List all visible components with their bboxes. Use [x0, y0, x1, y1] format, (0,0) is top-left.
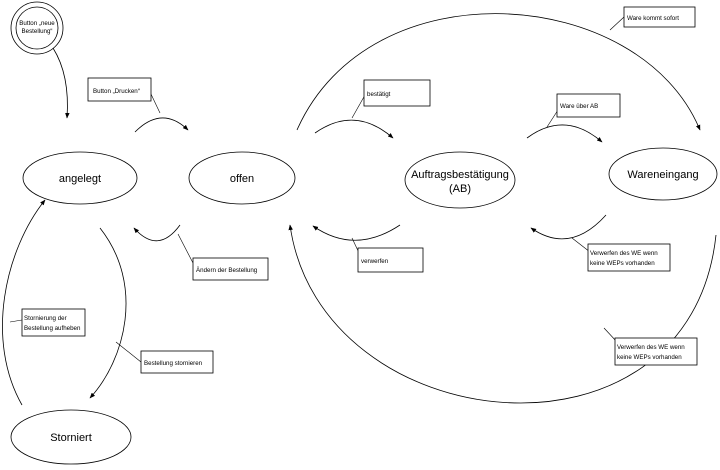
- note-stornieren[interactable]: Bestellung stornieren: [140, 350, 214, 374]
- edge-verwerfen-we-1: [530, 214, 607, 240]
- connector-storno-aufheben: [9, 319, 23, 323]
- start-node-label-line1: Button „neue: [19, 20, 55, 27]
- connector-bestaetigt: [351, 94, 366, 119]
- edge-aendern: [133, 224, 181, 242]
- note-drucken[interactable]: Button „Drucken“: [87, 77, 152, 102]
- connector-stornieren: [115, 341, 142, 363]
- edge-verwerfen: [312, 224, 401, 241]
- connector-verwerfen-we-1: [571, 237, 591, 253]
- note-drucken-box: [87, 77, 152, 102]
- state-storniert-label: Storniert: [50, 432, 92, 444]
- note-bestaetigt-box: [363, 79, 431, 107]
- state-storniert-ellipse: [10, 409, 132, 465]
- state-auftragsbestaetigung-label-line2: (AB): [449, 183, 471, 195]
- note-bestaetigt-label: bestätigt: [367, 91, 391, 98]
- state-auftragsbestaetigung-ellipse: [404, 151, 516, 209]
- note-ware-sofort-box: [623, 6, 696, 28]
- state-wareneingang-ellipse: [608, 147, 718, 201]
- note-verwerfen-we-1-label-line1: Verwerfen des WE wenn: [590, 250, 658, 257]
- state-angelegt[interactable]: angelegt: [22, 151, 138, 205]
- state-auftragsbestaetigung-label-line1: Auftragsbestätigung: [411, 169, 509, 181]
- note-verwerfen-we-2-box: [614, 337, 698, 366]
- edge-start-to-angelegt: [52, 47, 70, 119]
- edge-ware-sofort: [296, 13, 701, 131]
- note-storno-aufheben[interactable]: Stornierung der Bestellung aufheben: [21, 308, 86, 337]
- note-aendern-box: [192, 257, 269, 281]
- edge-verwerfen-we-2: [288, 224, 717, 404]
- edge-ware-ueber-ab: [526, 124, 603, 143]
- note-stornieren-label: Bestellung stornieren: [144, 360, 203, 367]
- edge-storno-aufheben: [2, 199, 46, 406]
- note-verwerfen-we-2-label-line2: keine WEPs vorhanden: [617, 354, 682, 361]
- note-verwerfen-we-1-box: [587, 243, 671, 272]
- note-stornieren-box: [140, 350, 214, 374]
- note-storno-aufheben-box: [21, 308, 86, 337]
- edge-bestaetigt: [314, 119, 394, 139]
- state-wareneingang-label: Wareneingang: [627, 169, 698, 181]
- state-offen[interactable]: offen: [188, 151, 296, 205]
- start-node-inner-circle: [15, 6, 59, 50]
- note-ware-ueber-ab-label: Ware über AB: [560, 103, 598, 110]
- note-ware-sofort[interactable]: Ware kommt sofort: [623, 6, 696, 28]
- note-verwerfen-we-2[interactable]: Verwerfen des WE wenn keine WEPs vorhand…: [614, 337, 698, 366]
- edge-stornieren: [89, 227, 127, 399]
- start-node[interactable]: Button „neue Bestellung“: [10, 1, 64, 55]
- note-verwerfen[interactable]: verwerfen: [357, 247, 424, 273]
- note-aendern-label: Ändern der Bestellung: [196, 267, 258, 274]
- connector-drucken: [149, 91, 161, 114]
- state-wareneingang[interactable]: Wareneingang: [608, 147, 718, 201]
- note-storno-aufheben-label-line1: Stornierung der: [24, 315, 67, 322]
- note-verwerfen-label: verwerfen: [361, 258, 389, 265]
- note-verwerfen-we-2-label-line1: Verwerfen des WE wenn: [617, 344, 685, 351]
- state-auftragsbestaetigung[interactable]: Auftragsbestätigung (AB): [404, 151, 516, 209]
- note-verwerfen-we-1[interactable]: Verwerfen des WE wenn keine WEPs vorhand…: [587, 243, 671, 272]
- note-aendern[interactable]: Ändern der Bestellung: [192, 257, 269, 281]
- start-node-label-line2: Bestellung“: [22, 28, 53, 35]
- state-angelegt-ellipse: [22, 151, 138, 205]
- note-verwerfen-box: [357, 247, 424, 273]
- state-storniert[interactable]: Storniert: [10, 409, 132, 465]
- note-bestaetigt[interactable]: bestätigt: [363, 79, 431, 107]
- note-drucken-label: Button „Drucken“: [93, 88, 140, 95]
- note-storno-aufheben-label-line2: Bestellung aufheben: [24, 325, 81, 332]
- note-verwerfen-we-1-label-line2: keine WEPs vorhanden: [590, 260, 655, 267]
- edge-drucken: [134, 117, 189, 133]
- connector-ware-sofort: [609, 16, 625, 31]
- note-ware-ueber-ab-box: [556, 93, 621, 118]
- connector-ware-ueber-ab: [546, 109, 559, 128]
- state-offen-label: offen: [230, 173, 254, 185]
- state-offen-ellipse: [188, 151, 296, 205]
- note-ware-sofort-label: Ware kommt sofort: [627, 15, 679, 22]
- state-angelegt-label: angelegt: [59, 173, 101, 185]
- connector-aendern: [177, 233, 194, 264]
- note-ware-ueber-ab[interactable]: Ware über AB: [556, 93, 621, 118]
